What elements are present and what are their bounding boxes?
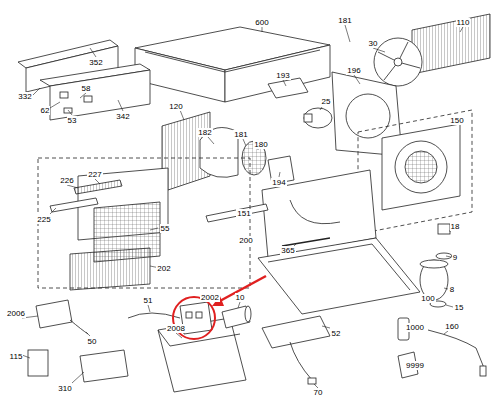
callout-number: 10 xyxy=(235,293,246,302)
callout-number: 196 xyxy=(346,66,361,75)
callout-number: 30 xyxy=(368,39,379,48)
callout-number: 53 xyxy=(67,116,78,125)
callout-number: 120 xyxy=(168,102,183,111)
callout-number: 100 xyxy=(420,294,435,303)
callout-number: 50 xyxy=(87,337,98,346)
callout-number: 365 xyxy=(280,246,295,255)
callout-number: 2002 xyxy=(200,293,220,302)
callout-number: 180 xyxy=(253,140,268,149)
callout-number: 110 xyxy=(456,18,471,27)
callout-number: 193 xyxy=(275,71,290,80)
callout-number: 70 xyxy=(313,388,324,397)
callout-number: 1000 xyxy=(405,323,425,332)
callout-number: 342 xyxy=(115,112,130,121)
highlight-arrow xyxy=(218,276,266,302)
callout-number: 58 xyxy=(81,84,92,93)
callout-number: 181 xyxy=(337,16,352,25)
callout-number: 182 xyxy=(197,128,212,137)
callout-number: 8 xyxy=(449,285,455,294)
callout-number: 2006 xyxy=(6,309,26,318)
callout-number: 52 xyxy=(331,329,342,338)
callout-number: 332 xyxy=(17,92,32,101)
callout-number: 25 xyxy=(321,97,332,106)
callout-number: 181 xyxy=(233,130,248,139)
callout-number: 227 xyxy=(87,170,102,179)
callout-number: 600 xyxy=(254,18,269,27)
callout-number: 151 xyxy=(236,209,251,218)
callout-number: 55 xyxy=(160,224,171,233)
callout-number: 150 xyxy=(449,116,464,125)
callout-number: 200 xyxy=(238,236,253,245)
callout-number: 15 xyxy=(454,303,465,312)
callout-number: 194 xyxy=(271,178,286,187)
callout-number: 226 xyxy=(59,176,74,185)
highlight-circle xyxy=(173,297,215,339)
callout-number: 352 xyxy=(88,58,103,67)
callout-number: 62 xyxy=(40,106,51,115)
callout-number: 225 xyxy=(36,215,51,224)
callout-number: 160 xyxy=(444,322,459,331)
callout-number: 2008 xyxy=(166,324,186,333)
callout-number: 202 xyxy=(156,264,171,273)
callout-number: 18 xyxy=(450,222,461,231)
callout-number: 115 xyxy=(9,352,24,361)
callout-number: 310 xyxy=(57,384,72,393)
callout-number: 51 xyxy=(143,296,154,305)
callout-number: 9999 xyxy=(405,361,425,370)
callout-number: 9 xyxy=(452,253,458,262)
